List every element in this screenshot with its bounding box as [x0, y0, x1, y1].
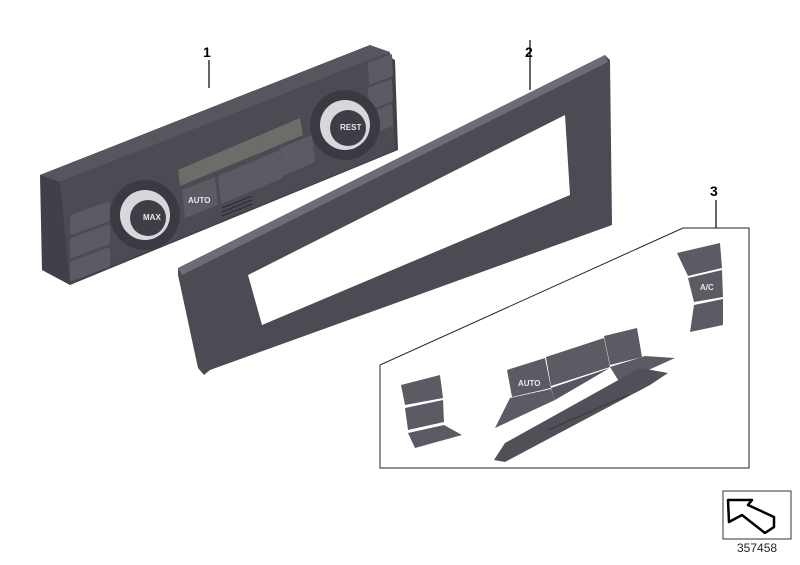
rest-knob-label: REST: [340, 123, 361, 132]
part-3-button-set: A/C AUTO: [379, 200, 750, 469]
max-knob-label: MAX: [143, 213, 161, 222]
auto-button-label: AUTO: [188, 196, 211, 205]
part-2-trim-bezel: [178, 40, 612, 375]
part-1-climate-control: MAX REST AUTO: [40, 45, 398, 285]
reference-icon: [722, 490, 792, 540]
callout-3: 3: [710, 183, 718, 199]
auto-button-label-3: AUTO: [518, 379, 541, 388]
callout-1: 1: [203, 44, 211, 60]
callout-2: 2: [525, 44, 533, 60]
reference-number: 357458: [737, 541, 778, 555]
ac-button-label: A/C: [700, 283, 714, 292]
